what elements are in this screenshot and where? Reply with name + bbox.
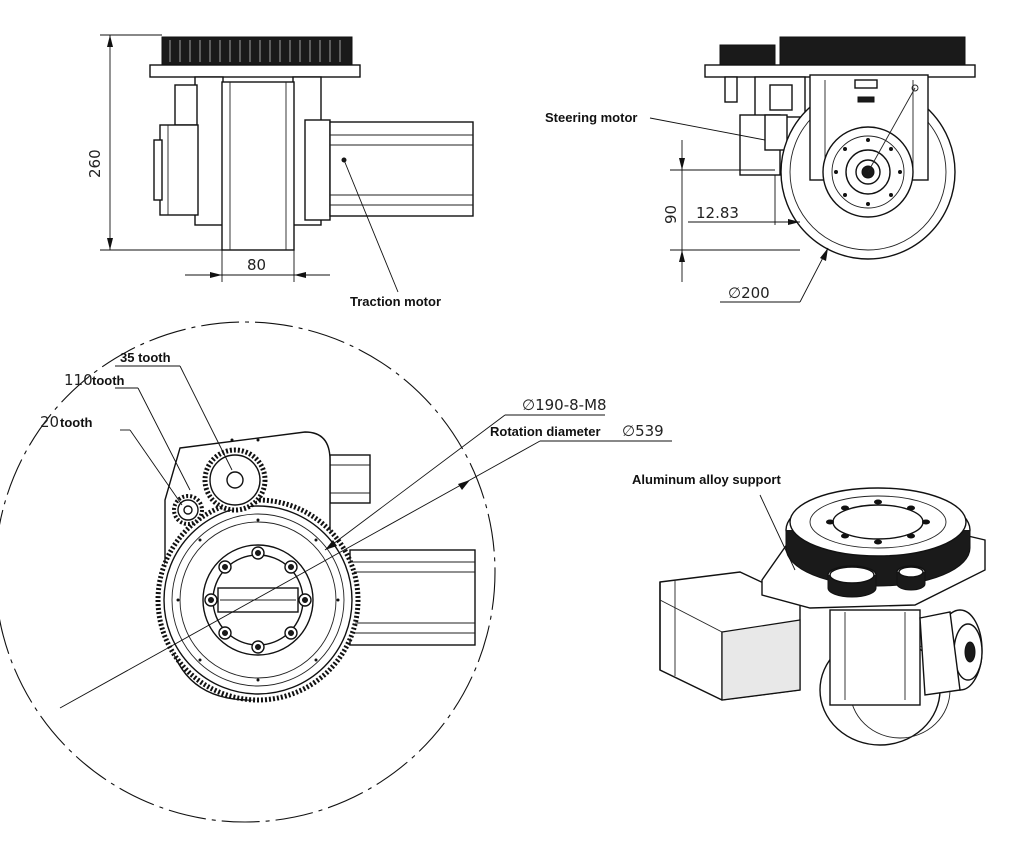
tooth-110-number: 110: [64, 371, 93, 389]
dim-offset-12-83: 12.83: [696, 204, 739, 222]
dim-height-260: 260: [86, 149, 104, 178]
traction-motor-body: [329, 121, 474, 217]
drive-wheel: [221, 81, 295, 251]
front-view: [100, 34, 474, 293]
steering-motor-label: Steering motor: [545, 110, 637, 125]
side-view: [649, 36, 976, 303]
traction-motor-label: Traction motor: [350, 294, 441, 309]
bolt-circle-label: ∅190-8-M8: [522, 396, 607, 414]
steering-motor-side: [159, 124, 199, 216]
isometric-view: [659, 487, 986, 746]
dim-wheel-diameter-200: ∅200: [728, 284, 770, 302]
rotation-diameter-label: Rotation diameter: [490, 424, 601, 439]
mounting-plate: [149, 64, 361, 78]
top-view: [0, 321, 672, 823]
dim-axle-height-90: 90: [662, 205, 680, 224]
tooth-20-word: tooth: [60, 415, 93, 430]
rotation-diameter-value: ∅539: [622, 422, 664, 440]
slewing-ring-gear: [161, 36, 353, 66]
side-ring-gear: [779, 36, 966, 66]
tooth-110-word: tooth: [92, 373, 125, 388]
tooth-20-number: 20: [40, 413, 59, 431]
top-traction-motor: [349, 549, 476, 646]
aluminum-support-label: Aluminum alloy support: [632, 472, 781, 487]
rotation-circle: [0, 321, 496, 823]
dim-width-80: 80: [247, 256, 266, 274]
tooth-35-label: 35 tooth: [120, 350, 171, 365]
